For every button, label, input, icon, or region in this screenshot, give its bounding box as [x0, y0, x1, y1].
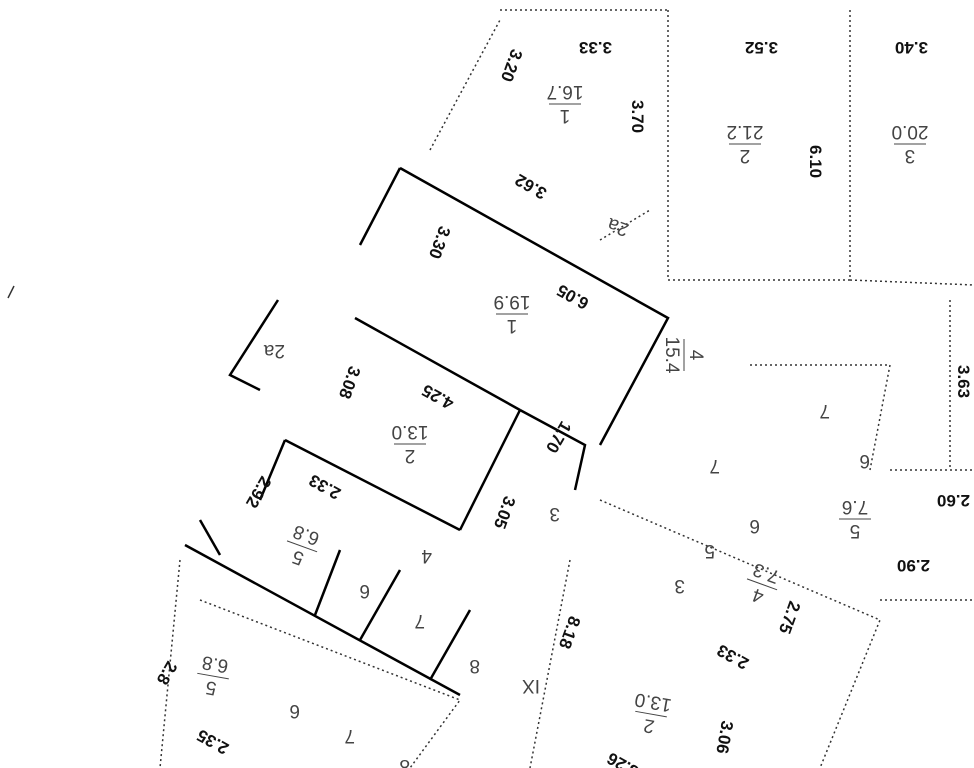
- svg-text:1: 1: [560, 105, 571, 126]
- svg-text:4: 4: [749, 583, 767, 606]
- dimension-label: 3.40: [895, 38, 928, 57]
- small-label: 6: [749, 515, 760, 536]
- small-label: IX: [522, 675, 540, 696]
- svg-text:1: 1: [507, 315, 518, 336]
- small-label: 6: [359, 580, 370, 601]
- small-label: 7: [414, 610, 425, 631]
- small-label: 2a: [263, 340, 285, 361]
- room-label: 5 6.8: [197, 651, 230, 699]
- dimension-label: 2.90: [897, 556, 930, 575]
- svg-text:6.8: 6.8: [200, 651, 230, 676]
- room-label: 5 6.8: [286, 520, 322, 569]
- dimension-label: 2.35: [194, 725, 232, 758]
- dimension-label: 3.26: [604, 748, 642, 768]
- svg-text:6.8: 6.8: [290, 520, 322, 549]
- dimension-label: 2.75: [775, 599, 804, 637]
- room-label: 4 15.4: [661, 337, 706, 374]
- svg-text:20.0: 20.0: [892, 121, 929, 142]
- small-label: 8: [399, 755, 410, 768]
- room-label: 2 21.2: [727, 121, 764, 166]
- room-label: 1 19.9: [494, 291, 531, 336]
- svg-text:19.9: 19.9: [494, 291, 531, 312]
- small-label: 8: [469, 655, 480, 676]
- room-label: 4 7.3: [746, 558, 782, 607]
- svg-text:5: 5: [290, 545, 307, 568]
- small-label: 2a: [604, 213, 631, 240]
- svg-text:21.2: 21.2: [727, 121, 764, 142]
- dimension-label: 3.70: [628, 100, 647, 133]
- dimension-label: 2.92: [242, 473, 275, 511]
- dimension-label: 3.08: [335, 364, 364, 402]
- dimension-label: 3.20: [497, 47, 526, 85]
- svg-text:2: 2: [405, 445, 416, 466]
- dimension-label: 2.33: [714, 640, 752, 673]
- small-label: 3: [549, 503, 560, 524]
- small-label: 3: [674, 575, 685, 596]
- svg-text:7.6: 7.6: [842, 496, 868, 517]
- dimension-label: 3.63: [954, 365, 973, 398]
- svg-text:13.0: 13.0: [633, 688, 673, 715]
- dimension-label: 3.52: [745, 38, 778, 57]
- room-labels: 1 16.7 2 21.2 3 20.0 1 19.9 4 15.4 2 13.…: [197, 81, 929, 737]
- dimension-label: 3.05: [490, 494, 519, 532]
- svg-text:2: 2: [642, 714, 656, 737]
- small-label: 6: [859, 450, 870, 471]
- stray-mark: [7, 285, 15, 299]
- svg-text:3: 3: [905, 145, 916, 166]
- dimension-labels: 3.33 3.52 3.40 3.20 3.70 6.10 3.62 3.30 …: [153, 38, 973, 768]
- dimension-label: 3.06: [712, 719, 736, 755]
- dimension-label: 6.05: [554, 280, 592, 313]
- dimension-label: 4.25: [419, 380, 457, 413]
- svg-text:4: 4: [685, 350, 706, 361]
- small-label: 7: [344, 725, 355, 746]
- svg-text:5: 5: [204, 676, 218, 699]
- svg-text:16.7: 16.7: [547, 81, 584, 102]
- small-label: 4: [421, 545, 432, 566]
- neighbor-outlines: [159, 9, 974, 768]
- small-label: 7: [819, 400, 830, 421]
- svg-text:15.4: 15.4: [661, 337, 682, 374]
- room-label: 5 7.6: [839, 496, 871, 541]
- room-label: 3 20.0: [892, 121, 929, 166]
- room-label: 2 13.0: [392, 421, 429, 466]
- svg-text:5: 5: [850, 520, 861, 541]
- room-label: 1 16.7: [547, 81, 584, 126]
- dimension-label: 2.8: [153, 658, 181, 688]
- room-label: 2 13.0: [633, 688, 673, 737]
- dimension-label: 3.62: [512, 170, 550, 203]
- dimension-label: 3.30: [425, 224, 454, 262]
- svg-text:7.3: 7.3: [750, 558, 782, 587]
- small-label: 5: [704, 540, 715, 561]
- dimension-label: 2.60: [937, 491, 970, 510]
- small-label: 7: [709, 455, 720, 476]
- small-label: 6: [289, 700, 300, 721]
- dimension-label: 3.33: [579, 38, 612, 57]
- dimension-label: 6.10: [806, 145, 825, 178]
- svg-text:13.0: 13.0: [392, 421, 429, 442]
- dimension-label: 2.33: [306, 470, 344, 503]
- apartment-walls: [184, 166, 670, 697]
- svg-text:2: 2: [740, 145, 751, 166]
